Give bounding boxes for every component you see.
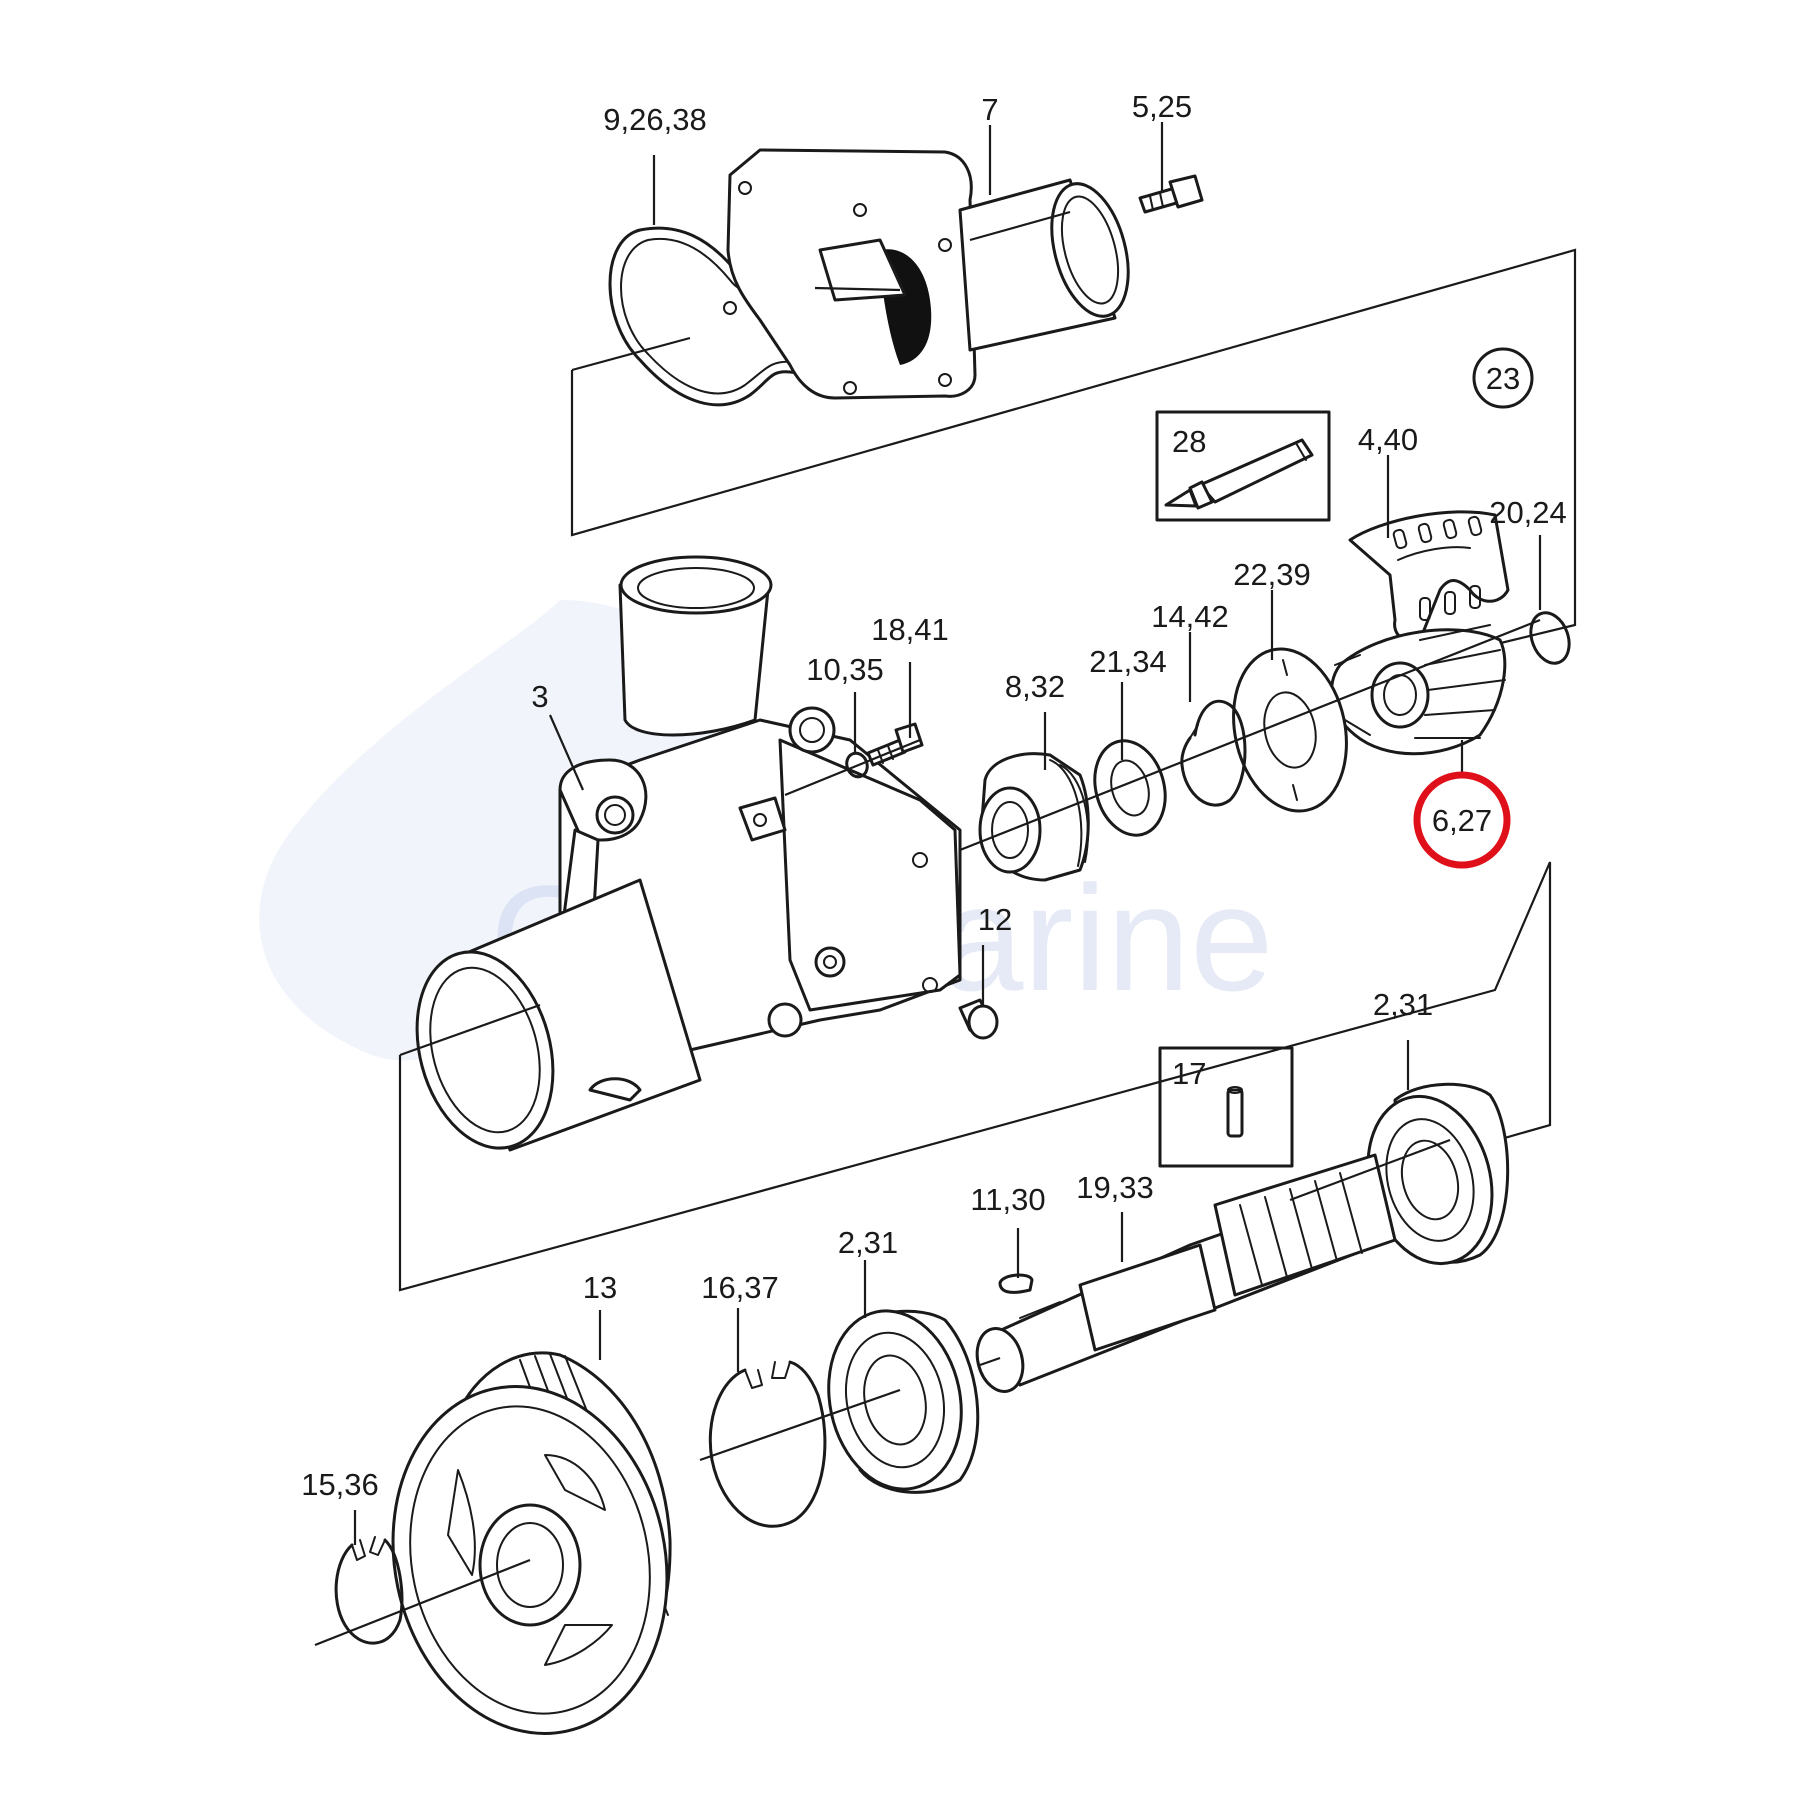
callout-19-33: 19,33 bbox=[1076, 1170, 1154, 1205]
callout-21-34: 21,34 bbox=[1089, 644, 1167, 679]
pulley-part bbox=[391, 1351, 672, 1735]
group-23-badge: 23 bbox=[1472, 347, 1534, 409]
callout-7: 7 bbox=[981, 92, 998, 127]
callout-2-31-bottom: 2,31 bbox=[838, 1225, 898, 1260]
highlight-ring bbox=[1413, 771, 1511, 869]
circlip-large-part bbox=[708, 1360, 827, 1528]
highlighted-callout-6-27: 6,27 bbox=[1413, 771, 1511, 869]
pump-housing-part bbox=[415, 555, 962, 1152]
cover-group-frame bbox=[570, 248, 1577, 650]
inset-box-17: 17 bbox=[1158, 1046, 1294, 1168]
callout-11-30: 11,30 bbox=[970, 1182, 1045, 1217]
bearing-upper-part bbox=[1366, 1082, 1510, 1266]
impeller-part bbox=[1330, 624, 1507, 756]
assembly-axes bbox=[314, 210, 1541, 1647]
inset-box-28: 28 bbox=[1155, 410, 1331, 522]
callout-16-37: 16,37 bbox=[701, 1270, 779, 1305]
callout-9-26-38: 9,26,38 bbox=[603, 102, 706, 137]
cam-liner-part bbox=[1348, 510, 1510, 643]
callout-13: 13 bbox=[583, 1270, 617, 1305]
cover-plate-part bbox=[723, 148, 1130, 400]
seal-part bbox=[978, 752, 1090, 882]
shaft-part bbox=[975, 1153, 1397, 1393]
wear-plate-part bbox=[1232, 647, 1348, 813]
circlip-bottom-part bbox=[334, 1536, 404, 1645]
bearing-lower-part bbox=[827, 1309, 980, 1494]
callout-18-41: 18,41 bbox=[871, 612, 949, 647]
callout-15-36: 15,36 bbox=[301, 1467, 379, 1502]
circlip-small-part bbox=[1180, 699, 1247, 807]
callout-22-39: 22,39 bbox=[1233, 557, 1311, 592]
o-ring-part bbox=[1529, 611, 1571, 665]
washer-part bbox=[1093, 739, 1167, 837]
callout-labels: 9,26,38 7 5,25 4,40 20,24 22,39 14,42 21… bbox=[301, 89, 1567, 1502]
plug-part bbox=[958, 998, 999, 1040]
bolt-part bbox=[1138, 174, 1204, 214]
callout-8-32: 8,32 bbox=[1005, 669, 1065, 704]
bearing-group-frame bbox=[398, 861, 1552, 1292]
callout-10-35: 10,35 bbox=[806, 652, 884, 687]
inset-28-label: 28 bbox=[1172, 424, 1206, 459]
callout-leaders bbox=[353, 122, 1542, 1545]
callout-3: 3 bbox=[531, 679, 548, 714]
callout-2-31-top: 2,31 bbox=[1373, 987, 1433, 1022]
pin-icon bbox=[1226, 1086, 1244, 1138]
callout-5-25: 5,25 bbox=[1132, 89, 1192, 124]
callout-14-42: 14,42 bbox=[1151, 599, 1229, 634]
callout-12: 12 bbox=[978, 902, 1012, 937]
inset-17-label: 17 bbox=[1172, 1056, 1206, 1091]
key-part bbox=[998, 1273, 1034, 1294]
callout-20-24: 20,24 bbox=[1489, 495, 1567, 530]
callout-4-40: 4,40 bbox=[1358, 422, 1418, 457]
group-23-label: 23 bbox=[1486, 361, 1520, 396]
callout-6-27: 6,27 bbox=[1432, 803, 1492, 838]
grease-tube-icon bbox=[1164, 438, 1314, 510]
